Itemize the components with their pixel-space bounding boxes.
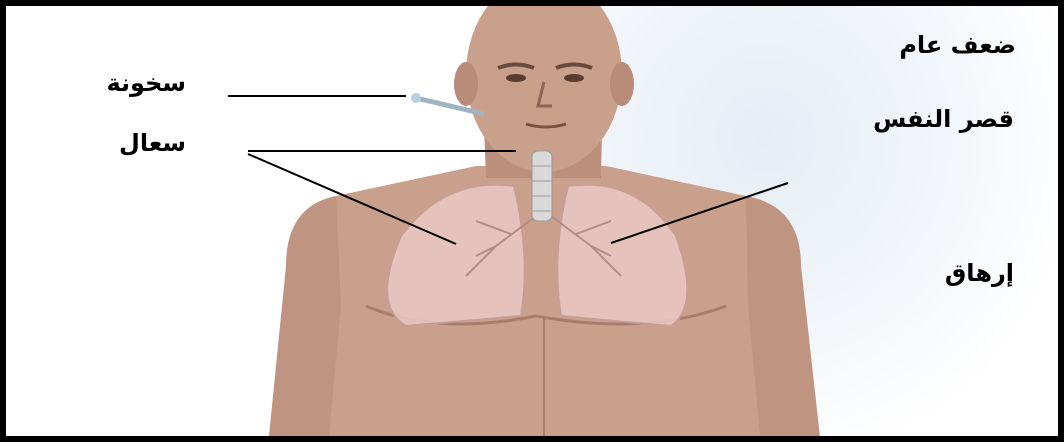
left-arm <box>268 196 341 442</box>
right-arm <box>746 196 821 442</box>
label-fatigue: إرهاق <box>866 258 1014 288</box>
left-ear <box>454 62 478 106</box>
left-eye <box>506 74 526 82</box>
label-general-weakness: ضعف عام <box>836 30 1016 60</box>
thermometer-bulb <box>411 93 421 103</box>
right-eye <box>564 74 584 82</box>
label-shortness-of-breath: قصر النفس <box>866 104 1014 134</box>
label-fever: سخونة <box>36 68 186 98</box>
label-cough: سعال <box>36 128 186 158</box>
right-ear <box>610 62 634 106</box>
